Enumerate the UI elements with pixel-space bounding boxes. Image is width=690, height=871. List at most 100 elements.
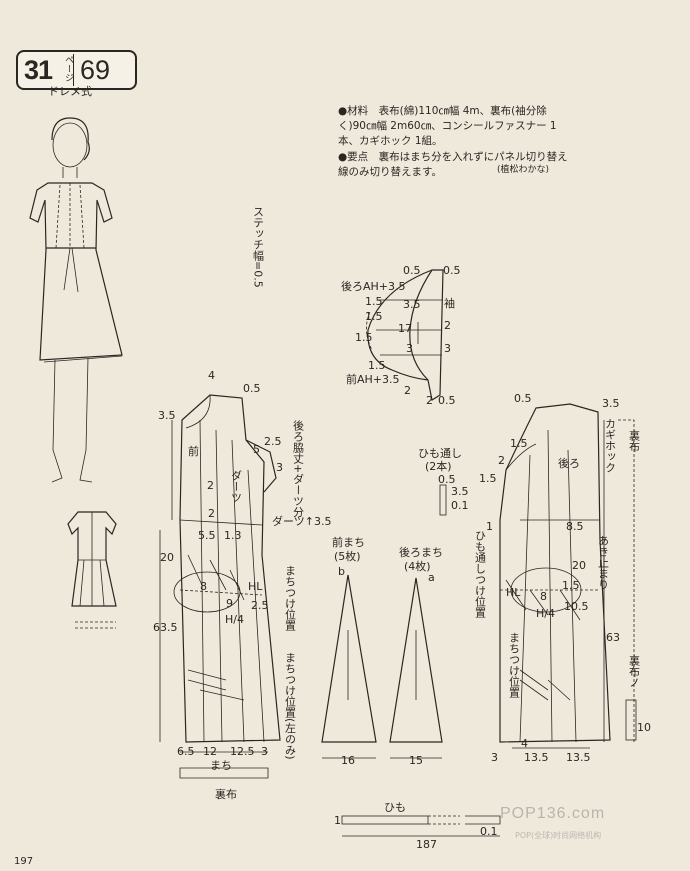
tie-label: ひも xyxy=(384,801,406,814)
front-5: 5 xyxy=(253,443,260,456)
back-85: 8.5 xyxy=(566,520,584,533)
gusset-pieces xyxy=(321,574,443,759)
front-side-dart: 後ろ脇丈+ダーツ分 xyxy=(291,420,305,518)
back-pattern xyxy=(499,403,637,749)
sleeve-2b: 2 xyxy=(404,384,411,397)
back-lining2: 裏布ノ xyxy=(627,655,641,688)
sleeve-2a: 2 xyxy=(444,319,451,332)
back-105: 10.5 xyxy=(564,600,589,613)
tie-piece xyxy=(341,815,501,837)
sleeve-3b: 3 xyxy=(444,342,451,355)
sleeve-05a: 0.5 xyxy=(403,264,421,277)
sleeve-05b: 0.5 xyxy=(443,264,461,277)
back-gusset-a: a xyxy=(428,571,435,584)
front-gusset-b: b xyxy=(338,565,345,578)
back-hl: HL xyxy=(506,586,521,599)
back-ah-label: 後ろAH+3.5 xyxy=(341,280,406,293)
sleeve-15a: 1.5 xyxy=(365,295,383,308)
back-gusset-15: 15 xyxy=(409,754,423,767)
badge-divider xyxy=(73,54,74,86)
loop-count: (2本) xyxy=(425,460,452,473)
back-63: 63 xyxy=(606,631,620,644)
front-gusset-16: 16 xyxy=(341,754,355,767)
front-8: 8 xyxy=(200,580,207,593)
stitch-width-label: ステッチ幅=0.5 xyxy=(251,206,265,288)
back-gusset-pos: まちつけ位置 xyxy=(507,632,521,698)
front-2b: 2 xyxy=(208,507,215,520)
back-view-illustration xyxy=(67,511,117,629)
front-h4: H/4 xyxy=(225,613,244,626)
back-1: 1 xyxy=(486,520,493,533)
back-2: 2 xyxy=(498,454,505,467)
page-number: 197 xyxy=(14,856,34,867)
back-8: 8 xyxy=(540,590,547,603)
watermark-sub: POP(全球)时尚网络机构 xyxy=(515,831,602,840)
loop-35: 3.5 xyxy=(451,485,469,498)
materials-text: ●材料 表布(綿)110㎝幅 4m、裏布(袖分除く)90㎝幅 2m60㎝、コンシ… xyxy=(338,105,557,148)
pattern-number: 31 xyxy=(24,55,53,85)
back-15a: 1.5 xyxy=(510,437,528,450)
front-gusset-pos1: まちつけ位置 xyxy=(283,565,297,631)
front-dart: ダーツ xyxy=(229,470,243,503)
sleeve-15d: 1.5 xyxy=(368,359,386,372)
front-25b: 2.5 xyxy=(251,599,269,612)
front-2a: 2 xyxy=(207,479,214,492)
sleeve-3a: 3 xyxy=(406,342,413,355)
front-125: 12.5 xyxy=(230,745,255,758)
front-pattern xyxy=(159,394,281,779)
front-9: 9 xyxy=(226,597,233,610)
sleeve-35: 3.5 xyxy=(403,298,421,311)
materials-block: ●材料 表布(綿)110㎝幅 4m、裏布(袖分除く)90㎝幅 2m60㎝、コンシ… xyxy=(338,104,568,180)
back-35: 3.5 xyxy=(602,397,620,410)
front-12: 12 xyxy=(203,745,217,758)
loop-05: 0.5 xyxy=(438,473,456,486)
back-lining: 裏布 xyxy=(627,430,641,452)
back-05: 0.5 xyxy=(514,392,532,405)
front-gusset-small: まち xyxy=(210,759,232,772)
loop-title: ひも通し xyxy=(418,447,462,460)
front-35: 3.5 xyxy=(158,409,176,422)
sleeve-17: 17 xyxy=(398,322,412,335)
pattern-number-badge: 31 ページ 69 xyxy=(16,50,137,90)
back-gusset-count: (4枚) xyxy=(404,560,431,573)
front-3b: 3 xyxy=(261,745,268,758)
front-gusset-pos2: まちつけ位置(左のみ) xyxy=(283,652,297,760)
front-dart-pos: ダーツ↑3.5 xyxy=(272,515,332,528)
back-gusset-title: 後ろまち xyxy=(399,546,443,559)
watermark: POP136.com xyxy=(500,805,606,822)
front-gusset-title: 前まち xyxy=(332,536,365,549)
sleeve-pattern xyxy=(366,269,444,401)
page-label: ページ xyxy=(63,55,73,82)
sleeve-2c: 2 xyxy=(426,394,433,407)
front-gusset-count: (5枚) xyxy=(334,550,361,563)
sleeve-15b: 1.5 xyxy=(365,310,383,323)
front-05: 0.5 xyxy=(243,382,261,395)
front-55: 5.5 xyxy=(198,529,216,542)
back-opening: あき止まり xyxy=(596,535,610,590)
sleeve-label: 袖 xyxy=(444,297,455,310)
designer-credit: (植松わかな) xyxy=(497,165,550,175)
front-25: 2.5 xyxy=(264,435,282,448)
front-13: 1.3 xyxy=(224,529,242,542)
front-3: 3 xyxy=(276,461,283,474)
front-hl: HL xyxy=(248,580,263,593)
front-65: 6.5 xyxy=(177,745,195,758)
style-label: ドレメ式 xyxy=(48,85,92,98)
front-4: 4 xyxy=(208,369,215,382)
front-label: 前 xyxy=(188,445,199,458)
sleeve-05c: 0.5 xyxy=(438,394,456,407)
key-point-text: ●要点 裏布はまち分を入れずにパネル切り替え線のみ切り替えます。 xyxy=(338,150,568,178)
back-135b: 13.5 xyxy=(566,751,591,764)
back-135a: 13.5 xyxy=(524,751,549,764)
tie-1: 1 xyxy=(334,814,341,827)
back-4: 4 xyxy=(521,737,528,750)
tie-187: 187 xyxy=(416,838,437,851)
loop-01: 0.1 xyxy=(451,499,469,512)
back-15b: 1.5 xyxy=(479,472,497,485)
front-lining: 裏布 xyxy=(215,788,237,801)
page-reference: 69 xyxy=(80,55,111,85)
back-h4: H/4 xyxy=(536,607,555,620)
back-10: 10 xyxy=(637,721,651,734)
front-20: 20 xyxy=(160,551,174,564)
